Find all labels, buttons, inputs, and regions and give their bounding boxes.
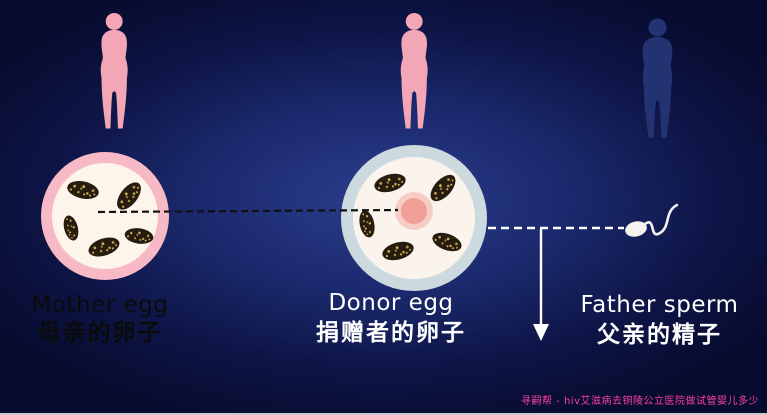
father-sperm-label-zh: 父亲的精子 [597, 322, 722, 348]
mother-to-donor-dashed-line [97, 208, 399, 214]
donor-egg-label-en: Donor egg [328, 290, 454, 316]
donor-egg [341, 145, 487, 291]
mother-egg [41, 152, 169, 280]
bottom-edge-line [0, 413, 767, 415]
fertilization-arrow-head [533, 324, 549, 341]
father-figure-icon [642, 18, 673, 138]
mother-egg-label-en: Mother egg [31, 292, 169, 318]
sperm-icon [625, 203, 679, 237]
mother-egg-label-zh: 母亲的卵子 [37, 320, 163, 346]
nucleus-core-icon [401, 198, 427, 224]
watermark-text: 寻嗣帮 - hiv艾滋病去铜陵公立医院做试管婴儿多少 [521, 396, 759, 407]
donor-figure-icon [400, 12, 428, 129]
mother-figure-icon [100, 12, 128, 129]
donor-egg-label-zh: 捐赠者的卵子 [316, 320, 466, 346]
father-sperm-label-en: Father sperm [580, 292, 739, 318]
